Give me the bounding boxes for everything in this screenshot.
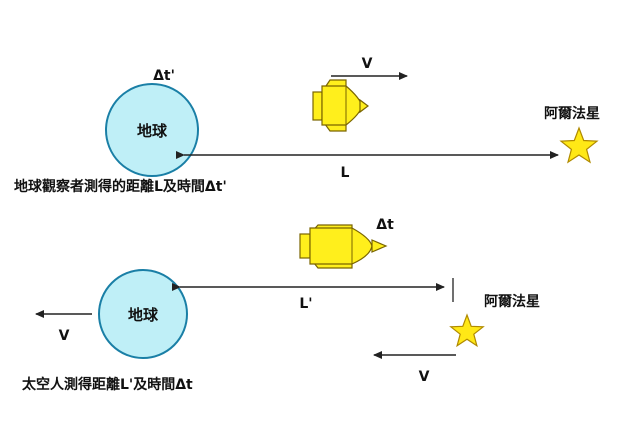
bottom-ship-engine	[299, 233, 311, 259]
top-caption: 地球觀察者測得的距離L及時間Δt'	[14, 178, 227, 195]
top-ship-body	[321, 85, 363, 126]
bottom-star-velocity-label: V	[419, 369, 430, 385]
top-velocity-label: V	[362, 56, 373, 72]
top-earth-circle	[105, 83, 199, 177]
bottom-star-icon	[449, 313, 485, 348]
bottom-spaceship	[299, 224, 388, 269]
bottom-delta-t-label: Δt	[376, 217, 394, 233]
top-scene: 地球 Δt' V L 阿爾法星 地球觀察者測得的距離L及時間Δt'	[14, 56, 600, 195]
bottom-earth-label: 地球	[128, 306, 159, 324]
bottom-ship-body	[309, 227, 373, 265]
bottom-earth-velocity-label: V	[59, 328, 70, 344]
top-spaceship	[312, 79, 369, 132]
bottom-earth-circle	[98, 269, 188, 359]
bottom-ship-nose	[371, 239, 388, 253]
bottom-star-label: 阿爾法星	[484, 293, 540, 310]
bottom-scene: Δt 地球 V L' 阿爾法星 V 太空人測得距離L'及時間Δt	[22, 217, 540, 393]
top-delta-t-label: Δt'	[153, 68, 175, 84]
top-earth-label: 地球	[137, 122, 168, 140]
bottom-caption: 太空人測得距離L'及時間Δt	[22, 376, 193, 393]
top-earth: 地球	[105, 83, 199, 177]
bottom-distance-label: L'	[299, 296, 312, 312]
top-star-label: 阿爾法星	[544, 105, 600, 122]
top-distance-label: L	[341, 165, 350, 181]
top-ship-engine	[312, 91, 323, 121]
bottom-earth: 地球	[98, 269, 188, 359]
top-ship-nose	[359, 98, 369, 114]
top-star-icon	[559, 126, 599, 164]
